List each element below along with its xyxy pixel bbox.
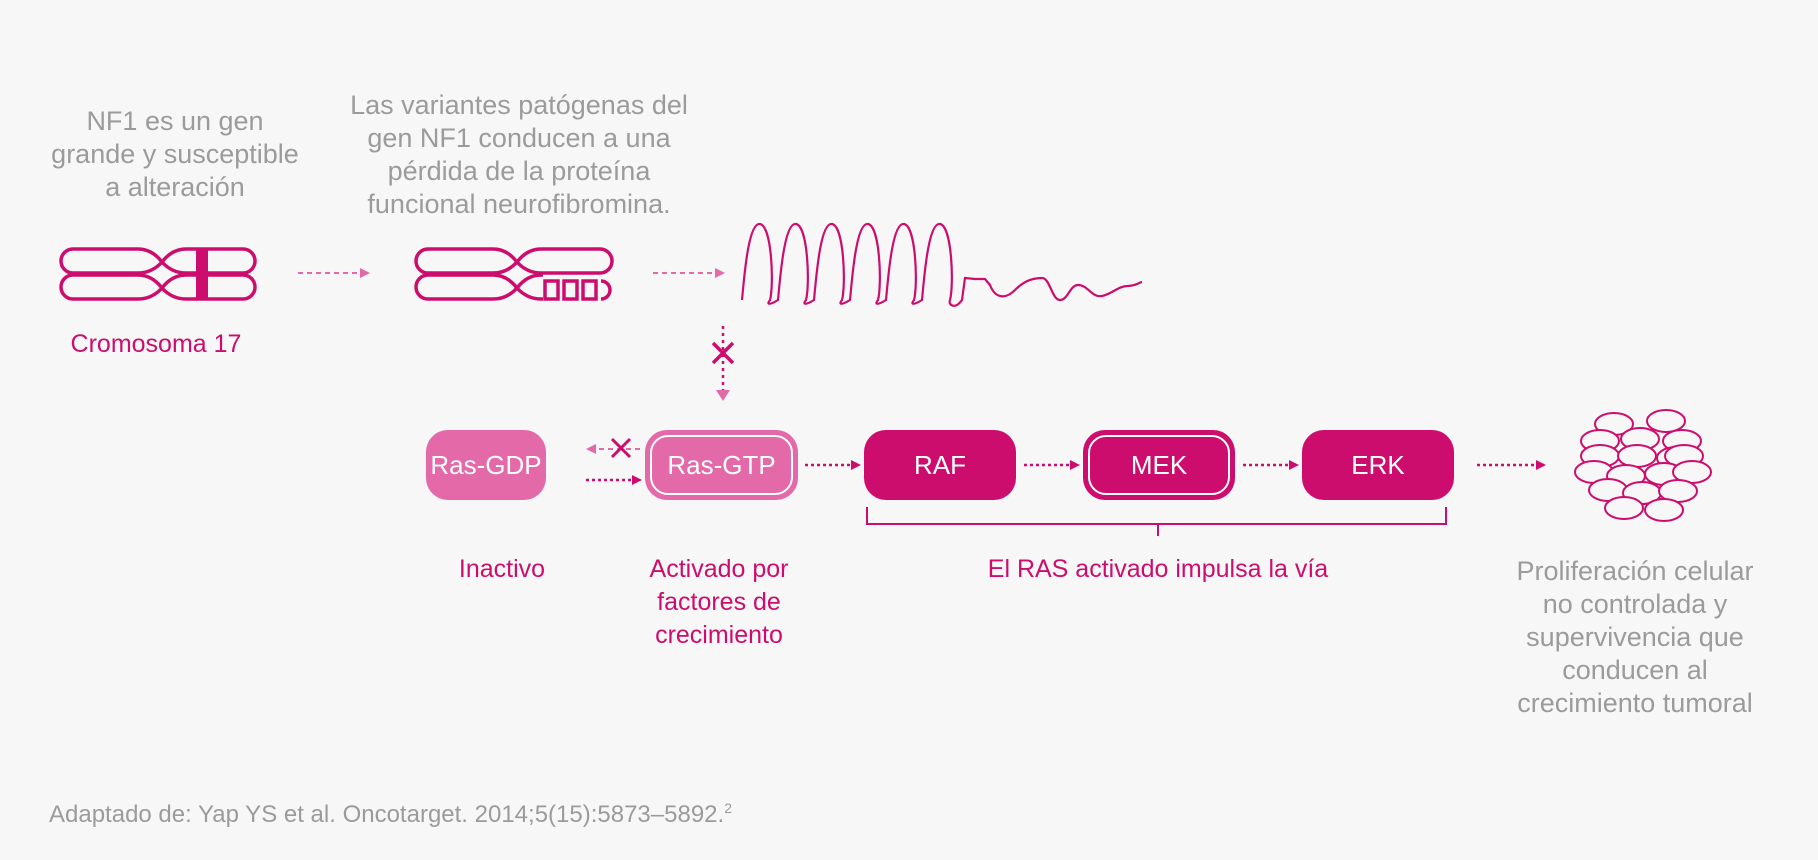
pathway-label: El RAS activado impulsa la vía bbox=[987, 555, 1329, 583]
caption-variants: Las variantes patógenas del gen NF1 cond… bbox=[350, 90, 688, 219]
caption-outcome: Proliferación celular no controlada y su… bbox=[1516, 556, 1754, 718]
citation-footnote: Adaptado de: Yap YS et al. Oncotarget. 2… bbox=[49, 800, 732, 828]
caption-nf1-gene: NF1 es un gen grande y susceptible a alt… bbox=[51, 106, 299, 202]
block-x-icon bbox=[711, 341, 735, 365]
activated-label: Activado por factores de crecimiento bbox=[649, 555, 789, 649]
neurofibromin-protein-icon bbox=[740, 222, 1143, 307]
citation-ref: 2 bbox=[724, 800, 732, 816]
cell-cluster-icon bbox=[1574, 409, 1712, 522]
inactive-label: Inactivo bbox=[458, 555, 546, 583]
chromosome-altered-icon bbox=[414, 247, 614, 301]
chromosome-normal-icon bbox=[59, 247, 257, 301]
pathway-bracket bbox=[866, 507, 1447, 536]
node-raf: RAF bbox=[864, 430, 1016, 500]
chromosome-label: Cromosoma 17 bbox=[70, 330, 242, 358]
node-erk: ERK bbox=[1302, 430, 1454, 500]
node-ras-gdp: Ras-GDP bbox=[426, 430, 546, 500]
node-ras-gtp: Ras-GTP bbox=[645, 430, 798, 500]
node-mek: MEK bbox=[1083, 430, 1235, 500]
block-x-icon bbox=[610, 437, 632, 459]
arrow-head-down bbox=[716, 390, 730, 401]
